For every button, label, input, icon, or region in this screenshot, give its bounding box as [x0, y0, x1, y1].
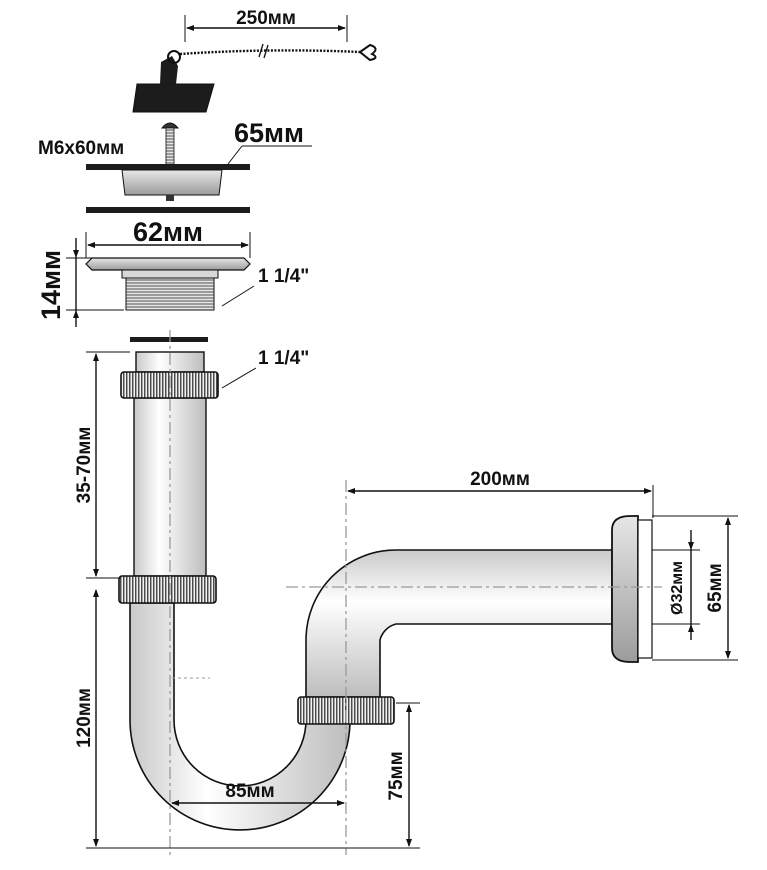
escutcheon-height-dimension: 65мм — [652, 515, 738, 661]
adjust-range-dimension: 35-70мм — [74, 351, 130, 579]
drain-grate — [86, 164, 250, 201]
sealing-washer — [130, 337, 208, 342]
trap-width-label: 85мм — [225, 781, 274, 802]
flange-diameter-dimension: 62мм — [85, 217, 251, 258]
inlet-thread-callout: 1 1/4" — [221, 348, 309, 389]
trap-height-label: 120мм — [74, 688, 95, 748]
outlet-length-dimension: 200мм — [347, 469, 654, 518]
outlet-bend — [305, 549, 613, 698]
flange-height-dimension: 14мм — [36, 238, 124, 327]
trap-bend — [129, 602, 351, 831]
grate-diameter-callout: 65мм — [227, 118, 312, 165]
trap-height-dimension: 120мм — [74, 589, 420, 849]
pipe-diameter-label: Ø32мм — [669, 561, 686, 615]
flange-height-label: 14мм — [36, 250, 66, 320]
rubber-gasket — [86, 207, 250, 213]
pipe-diameter-dimension: Ø32мм — [652, 530, 700, 640]
stopper-chain — [179, 43, 377, 62]
wall-escutcheon — [611, 515, 653, 663]
screw-label: M6x60мм — [38, 138, 124, 159]
stopper-plug — [132, 50, 215, 113]
outlet-length-label: 200мм — [470, 469, 530, 490]
inlet-thread-label: 1 1/4" — [258, 348, 309, 369]
trap-depth-dimension: 75мм — [386, 702, 420, 847]
outlet-thread-label: 1 1/4" — [258, 266, 309, 287]
drain-flange — [85, 257, 251, 311]
outlet-thread-callout: 1 1/4" — [221, 266, 309, 307]
grate-diameter-label: 65мм — [234, 118, 304, 148]
trap-depth-label: 75мм — [386, 751, 407, 800]
chain-length-label: 250мм — [236, 8, 296, 29]
adjust-range-label: 35-70мм — [74, 427, 95, 504]
screw — [160, 122, 180, 167]
chain-length-dimension: 250мм — [184, 8, 348, 42]
escutcheon-height-label: 65мм — [705, 563, 726, 612]
center-lines — [169, 330, 662, 855]
flange-diameter-label: 62мм — [133, 217, 203, 247]
trap-nut-upper — [118, 575, 217, 604]
trap-width-dimension: 85мм — [171, 781, 345, 806]
